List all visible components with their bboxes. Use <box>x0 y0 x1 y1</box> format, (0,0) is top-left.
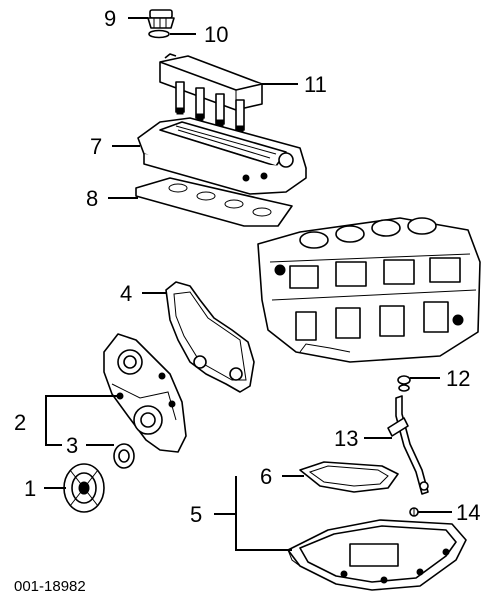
callout-1: 1 <box>24 476 36 501</box>
callout-12: 12 <box>446 366 470 391</box>
figure-id: 001-18982 <box>14 578 86 595</box>
oil-fill-cap-part <box>147 9 175 29</box>
callout-10: 10 <box>204 22 228 47</box>
callout-3: 3 <box>66 433 78 458</box>
dipstick-tube-bolt-part <box>409 507 419 517</box>
camshaft-cover-part <box>137 117 307 195</box>
leader-2 <box>45 395 118 446</box>
camshaft-cover-gasket-part <box>135 177 293 227</box>
engine-front-cover-part <box>103 333 187 453</box>
callout-5: 5 <box>190 502 202 527</box>
callout-8: 8 <box>86 186 98 211</box>
callout-4: 4 <box>120 281 132 306</box>
callout-7: 7 <box>90 134 102 159</box>
crankshaft-balancer-part <box>63 463 105 513</box>
leader-5 <box>214 476 292 551</box>
oil-pan-gasket-part <box>299 461 399 493</box>
dipstick-tube-seal-part <box>397 375 411 392</box>
callout-2: 2 <box>14 410 26 435</box>
callout-13: 13 <box>334 426 358 451</box>
oil-level-indicator-tube-part <box>387 395 429 495</box>
oil-fill-cap-seal-part <box>148 29 170 39</box>
oil-pan-part <box>287 519 467 591</box>
callout-11: 11 <box>304 72 327 97</box>
callout-6: 6 <box>260 464 272 489</box>
callout-9: 9 <box>104 6 116 31</box>
front-cover-gasket-part <box>165 281 255 393</box>
front-cover-oil-seal-part <box>113 443 135 469</box>
callout-14: 14 <box>456 500 480 525</box>
engine-block-part <box>257 217 481 363</box>
